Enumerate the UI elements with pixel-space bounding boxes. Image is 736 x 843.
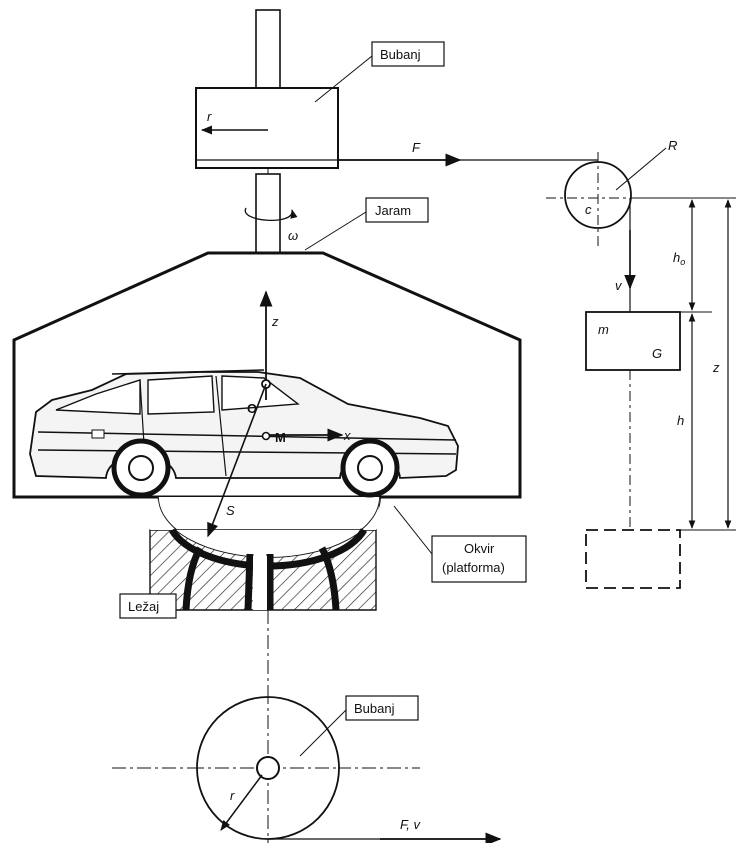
bearing-label: Ležaj bbox=[128, 599, 159, 614]
yoke-label: Jaram bbox=[375, 203, 411, 218]
r-bottom-label: r bbox=[230, 788, 235, 803]
dim-h0-sub: o bbox=[680, 257, 685, 267]
car-door-line-2 bbox=[215, 375, 227, 477]
drum-top-leader bbox=[314, 55, 373, 103]
bearing-leg-1 bbox=[182, 546, 204, 611]
x-axis-label: x bbox=[343, 428, 351, 443]
omega-rotation-arrow bbox=[244, 207, 298, 221]
r-top-label: r bbox=[207, 109, 212, 124]
S-vector bbox=[207, 383, 267, 538]
frame-leader bbox=[393, 505, 433, 555]
top-shaft bbox=[255, 9, 281, 89]
dim-h-label: h bbox=[677, 413, 684, 428]
bottom-drum-hub bbox=[256, 756, 280, 780]
mass-m-label: m bbox=[598, 322, 609, 337]
v-label: v bbox=[615, 278, 623, 293]
yoke-label-box bbox=[365, 197, 429, 223]
bearing-leg-2 bbox=[244, 553, 254, 611]
r-bottom-arrow bbox=[220, 774, 263, 831]
car-rear-hub bbox=[128, 455, 154, 481]
point-M bbox=[261, 431, 271, 441]
pulley-radius-leader bbox=[615, 147, 667, 191]
bearing-center-gap bbox=[253, 556, 267, 610]
lower-shaft bbox=[255, 173, 281, 255]
frame-label-line1: Okvir bbox=[464, 541, 495, 556]
mass-final-position bbox=[585, 529, 681, 589]
station-wagon-car bbox=[29, 369, 459, 498]
point-O-label: O bbox=[247, 401, 257, 416]
pulley-center-label: c bbox=[585, 202, 592, 217]
mass-G-label: G bbox=[652, 346, 662, 361]
drum-top-label-box bbox=[371, 41, 445, 67]
dim-h0-label: ho bbox=[673, 250, 685, 267]
force-F-label: F bbox=[412, 140, 421, 155]
car-fuel-cap bbox=[91, 429, 105, 439]
bearing-label-box bbox=[119, 593, 177, 619]
mass-block bbox=[585, 311, 681, 371]
point-M-label: M bbox=[275, 430, 286, 445]
yoke-leader bbox=[304, 211, 367, 251]
car-roof-rail bbox=[111, 369, 265, 375]
z-axis-label: z bbox=[271, 314, 279, 329]
car-front-hub bbox=[357, 455, 383, 481]
Fv-label: F, v bbox=[400, 817, 421, 832]
bearing-leg-4 bbox=[318, 546, 340, 611]
omega-label: ω bbox=[288, 228, 298, 243]
S-label: S bbox=[226, 503, 235, 518]
frame-label-box bbox=[431, 535, 527, 583]
dim-z-label: z bbox=[712, 360, 720, 375]
pulley-radius-label: R bbox=[668, 138, 677, 153]
drum-bottom-label-box bbox=[345, 695, 419, 721]
car-windows bbox=[55, 375, 300, 415]
bearing-seat bbox=[150, 497, 380, 557]
top-drum bbox=[195, 87, 339, 169]
drum-bottom-label: Bubanj bbox=[354, 701, 395, 716]
drum-top-label: Bubanj bbox=[380, 47, 421, 62]
drum-bottom-leader bbox=[299, 709, 347, 757]
frame-label-line2: (platforma) bbox=[442, 560, 505, 575]
dim-h0-main: h bbox=[673, 250, 680, 265]
